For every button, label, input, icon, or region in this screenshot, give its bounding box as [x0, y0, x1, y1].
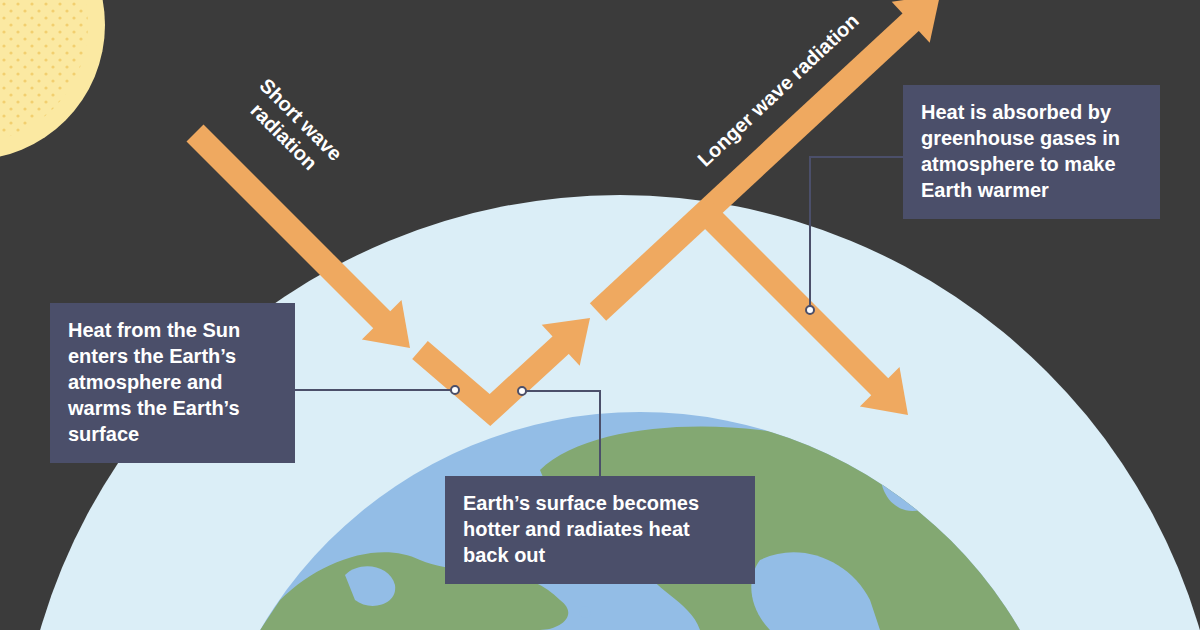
callout-box: Heat from the Sun enters the Earth’s atm…	[50, 303, 295, 463]
earth-land	[260, 426, 1100, 630]
callout-box: Earth’s surface becomes hotter and radia…	[445, 476, 755, 584]
arrow-label: Short wave radiation	[231, 67, 353, 189]
callout-text: Earth’s surface becomes hotter and radia…	[463, 490, 739, 568]
leader-dots	[451, 306, 814, 395]
arrow-label: Longer wave radiation	[675, 0, 881, 188]
atmosphere	[16, 195, 1200, 630]
radiation-arrows	[195, 0, 940, 415]
callout-text: Heat is absorbed by greenhouse gases in …	[921, 99, 1144, 203]
leader-lines	[295, 157, 903, 476]
sun-texture	[0, 0, 88, 143]
sun	[0, 0, 105, 160]
callout-box: Heat is absorbed by greenhouse gases in …	[903, 85, 1160, 219]
callout-text: Heat from the Sun enters the Earth’s atm…	[68, 317, 279, 447]
